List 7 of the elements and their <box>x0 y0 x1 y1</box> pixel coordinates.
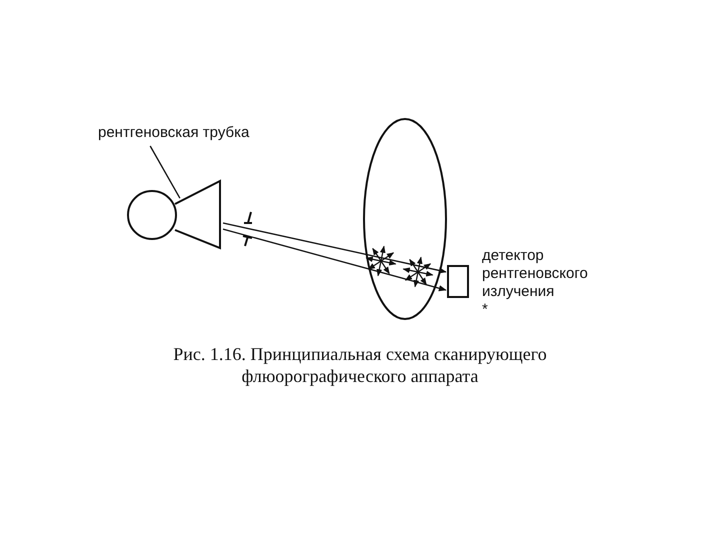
beam-arrow <box>222 228 447 292</box>
beam-arrow <box>222 222 447 274</box>
part-label: * <box>482 301 489 319</box>
figure-caption: Рис. 1.16. Принципиальная схема сканирующего флюорографического аппарата <box>172 343 548 387</box>
leader-line <box>150 146 180 198</box>
part-label: рентгеновская трубка <box>98 124 250 142</box>
part-label: детектор рентгеновского излучения <box>482 247 589 301</box>
